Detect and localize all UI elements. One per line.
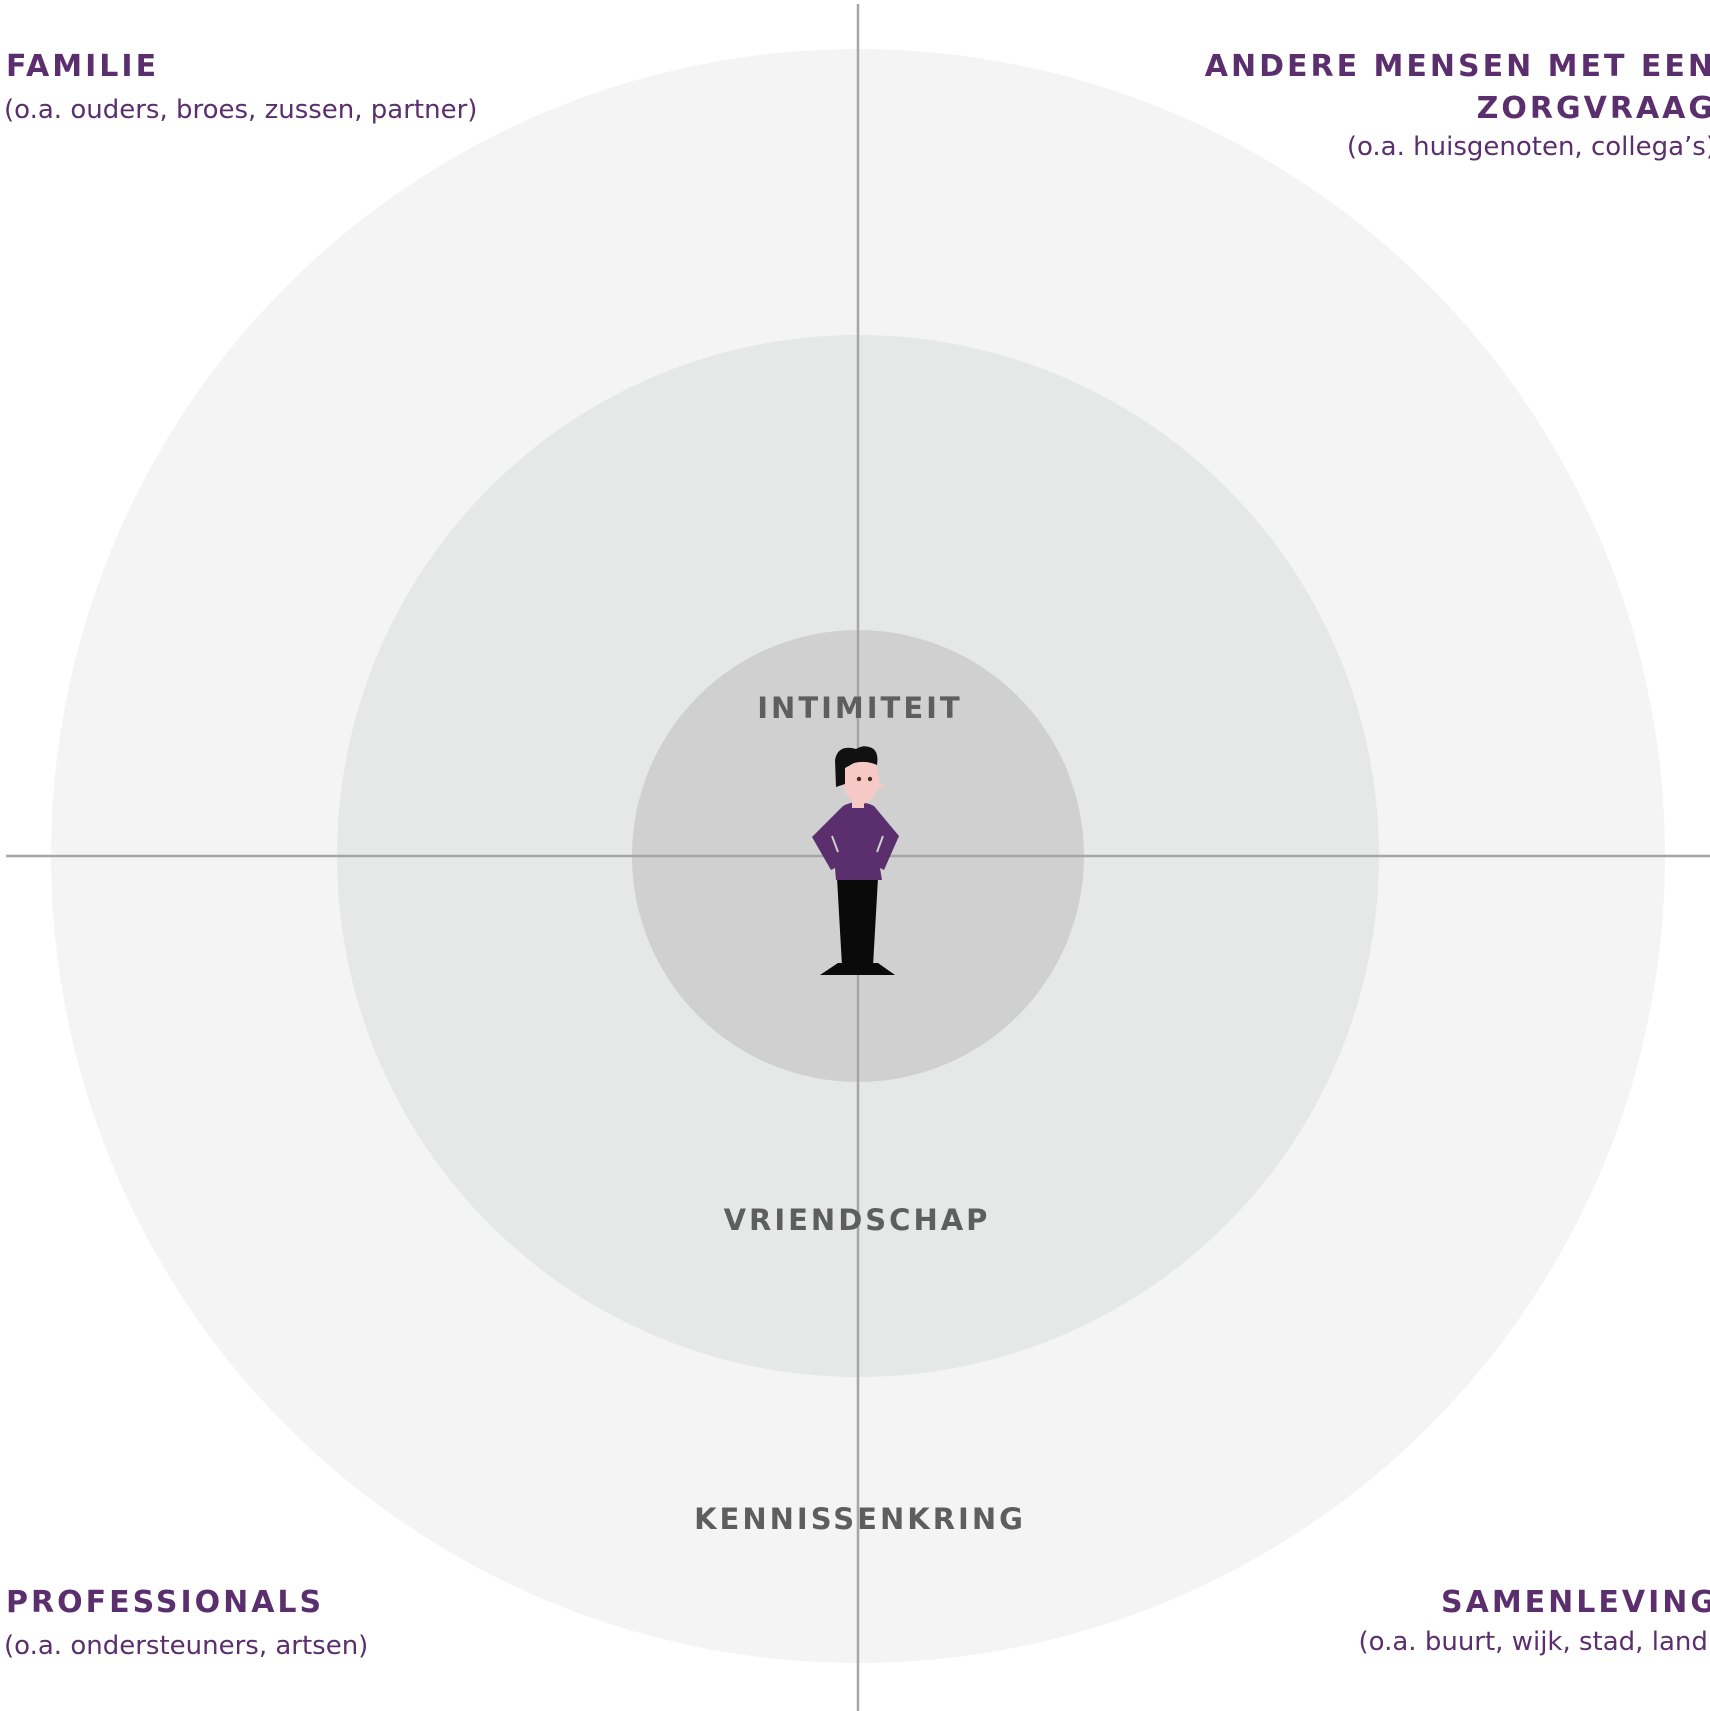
person-eye-left (856, 776, 862, 782)
person-arm-left (831, 835, 839, 853)
quadrant-title-andere-mensen-line1: ANDERE MENSEN MET EEN (1204, 49, 1710, 84)
person-nose (877, 782, 886, 788)
ring-label-kennissenkring: KENNISSENKRING (694, 1502, 1026, 1536)
person-hair (835, 746, 878, 787)
person-arm-right (876, 835, 884, 853)
quadrant-subtitle-andere-mensen: (o.a. huisgenoten, collega’s) (1346, 132, 1710, 162)
person-feet (820, 963, 895, 975)
person-eye-right (867, 776, 873, 782)
person-icon (812, 746, 899, 975)
person-sweater (812, 802, 899, 880)
quadrant-subtitle-samenleving: (o.a. buurt, wijk, stad, land) (1358, 1627, 1710, 1657)
quadrant-title-familie: FAMILIE (6, 49, 160, 84)
quadrant-title-professionals: PROFESSIONALS (6, 1585, 325, 1620)
quadrant-subtitle-familie: (o.a. ouders, broes, zussen, partner) (4, 95, 478, 125)
person-pants (837, 878, 878, 966)
quadrant-andere-mensen: ANDERE MENSEN MET EEN ZORGVRAAG (o.a. hu… (1205, 46, 1710, 164)
quadrant-title-andere-mensen-line2: ZORGVRAAG (1476, 91, 1710, 126)
quadrant-subtitle-professionals: (o.a. ondersteuners, artsen) (4, 1631, 369, 1661)
ring-label-vriendschap: VRIENDSCHAP (724, 1203, 991, 1237)
ring-label-intimiteit: INTIMITEIT (757, 691, 962, 725)
quadrant-title-samenleving: SAMENLEVING (1441, 1585, 1710, 1620)
quadrant-samenleving: SAMENLEVING (o.a. buurt, wijk, stad, lan… (1359, 1582, 1710, 1660)
